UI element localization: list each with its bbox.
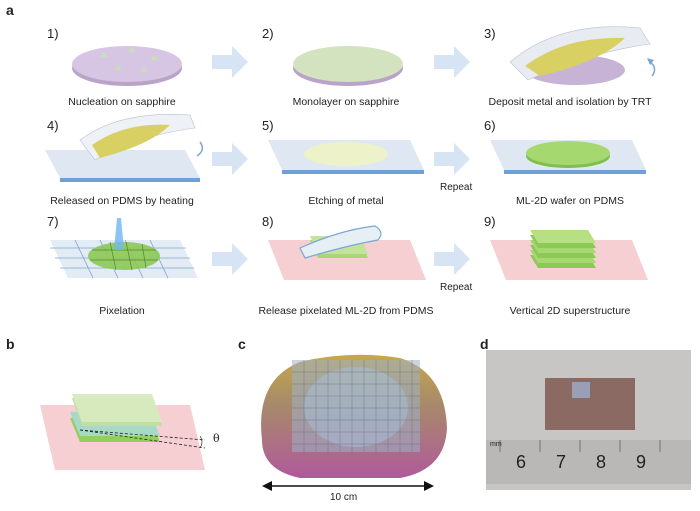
step-number-9: 9)	[484, 214, 496, 229]
step-number-4: 4)	[47, 118, 59, 133]
arrow-8-9	[434, 243, 470, 275]
caption-step-3: Deposit metal and isolation by TRT	[488, 96, 652, 108]
arrow-1-2	[212, 46, 248, 78]
arrow-2-3	[434, 46, 470, 78]
caption-step-9: Vertical 2D superstructure	[509, 305, 631, 317]
caption-step-7: Pixelation	[99, 305, 145, 317]
caption-step-1: Nucleation on sapphire	[68, 96, 176, 108]
repeat-label-1: Repeat	[440, 182, 473, 193]
process-arrows	[212, 46, 470, 275]
caption-step-6: ML-2D wafer on PDMS	[516, 195, 624, 207]
arrow-5-6	[434, 143, 470, 175]
ruler-number-7: 7	[556, 452, 567, 472]
caption-step-4: Released on PDMS by heating	[50, 195, 194, 207]
step-number-7: 7)	[47, 214, 59, 229]
panel-label-a: a	[6, 2, 14, 18]
twist-angle-label: θ	[213, 432, 220, 445]
step-number-3: 3)	[484, 26, 496, 41]
ruler-number-9: 9	[636, 452, 647, 472]
panel-label-d: d	[480, 336, 489, 352]
panel-label-b: b	[6, 336, 15, 352]
arrow-7-8	[212, 243, 248, 275]
arrow-4-5	[212, 143, 248, 175]
ruler-number-6: 6	[516, 452, 527, 472]
panel-label-c: c	[238, 336, 246, 352]
wafer-scale-label: 10 cm	[330, 492, 358, 503]
step-number-6: 6)	[484, 118, 496, 133]
caption-step-8: Release pixelated ML-2D from PDMS	[258, 305, 434, 317]
ruler-number-8: 8	[596, 452, 607, 472]
repeat-label-2: Repeat	[440, 282, 473, 293]
ruler-unit-label: mm	[490, 441, 502, 448]
step-number-1: 1)	[47, 26, 59, 41]
caption-step-5: Etching of metal	[308, 195, 384, 207]
step-number-8: 8)	[262, 214, 274, 229]
step-number-2: 2)	[262, 26, 274, 41]
caption-step-2: Monolayer on sapphire	[292, 96, 400, 108]
step-number-5: 5)	[262, 118, 274, 133]
